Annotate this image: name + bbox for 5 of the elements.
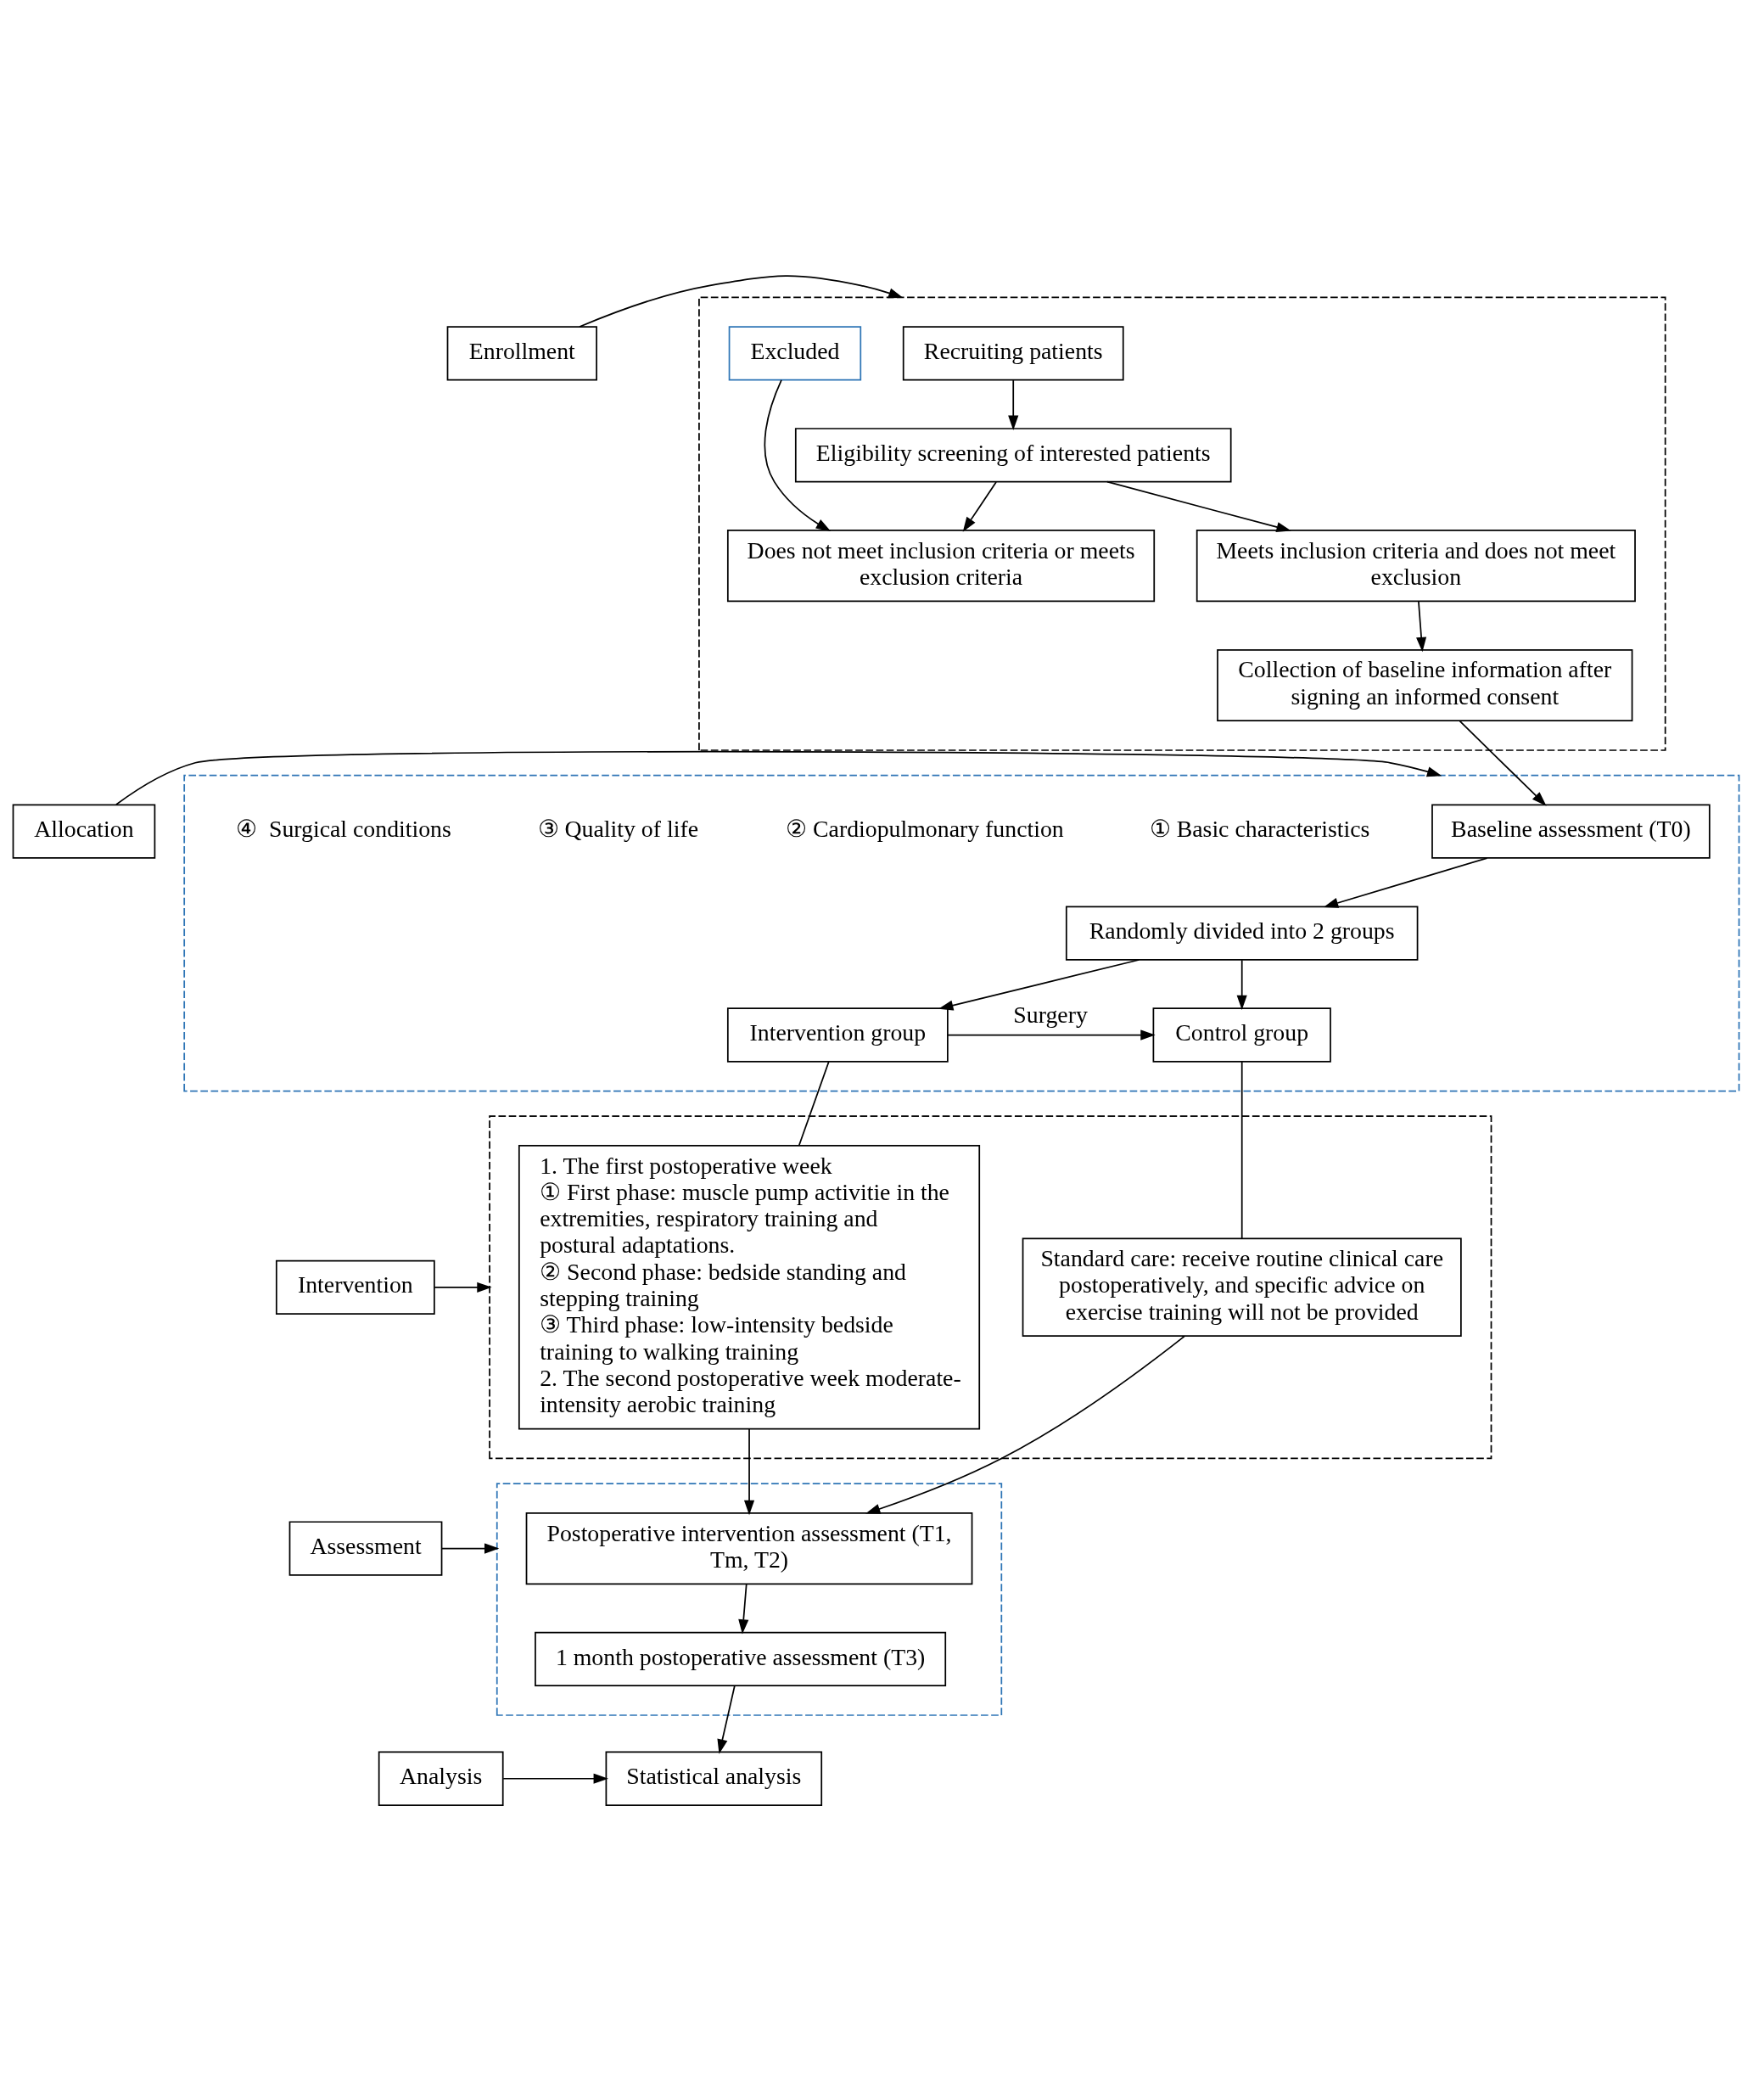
- label: ③ Quality of life: [537, 816, 699, 843]
- label: ④ Surgical conditions: [236, 816, 451, 843]
- label: ② Cardiopulmonary function: [786, 816, 1064, 843]
- edge-label: Surgery: [1013, 1001, 1088, 1029]
- label: ① Basic characteristics: [1149, 816, 1370, 843]
